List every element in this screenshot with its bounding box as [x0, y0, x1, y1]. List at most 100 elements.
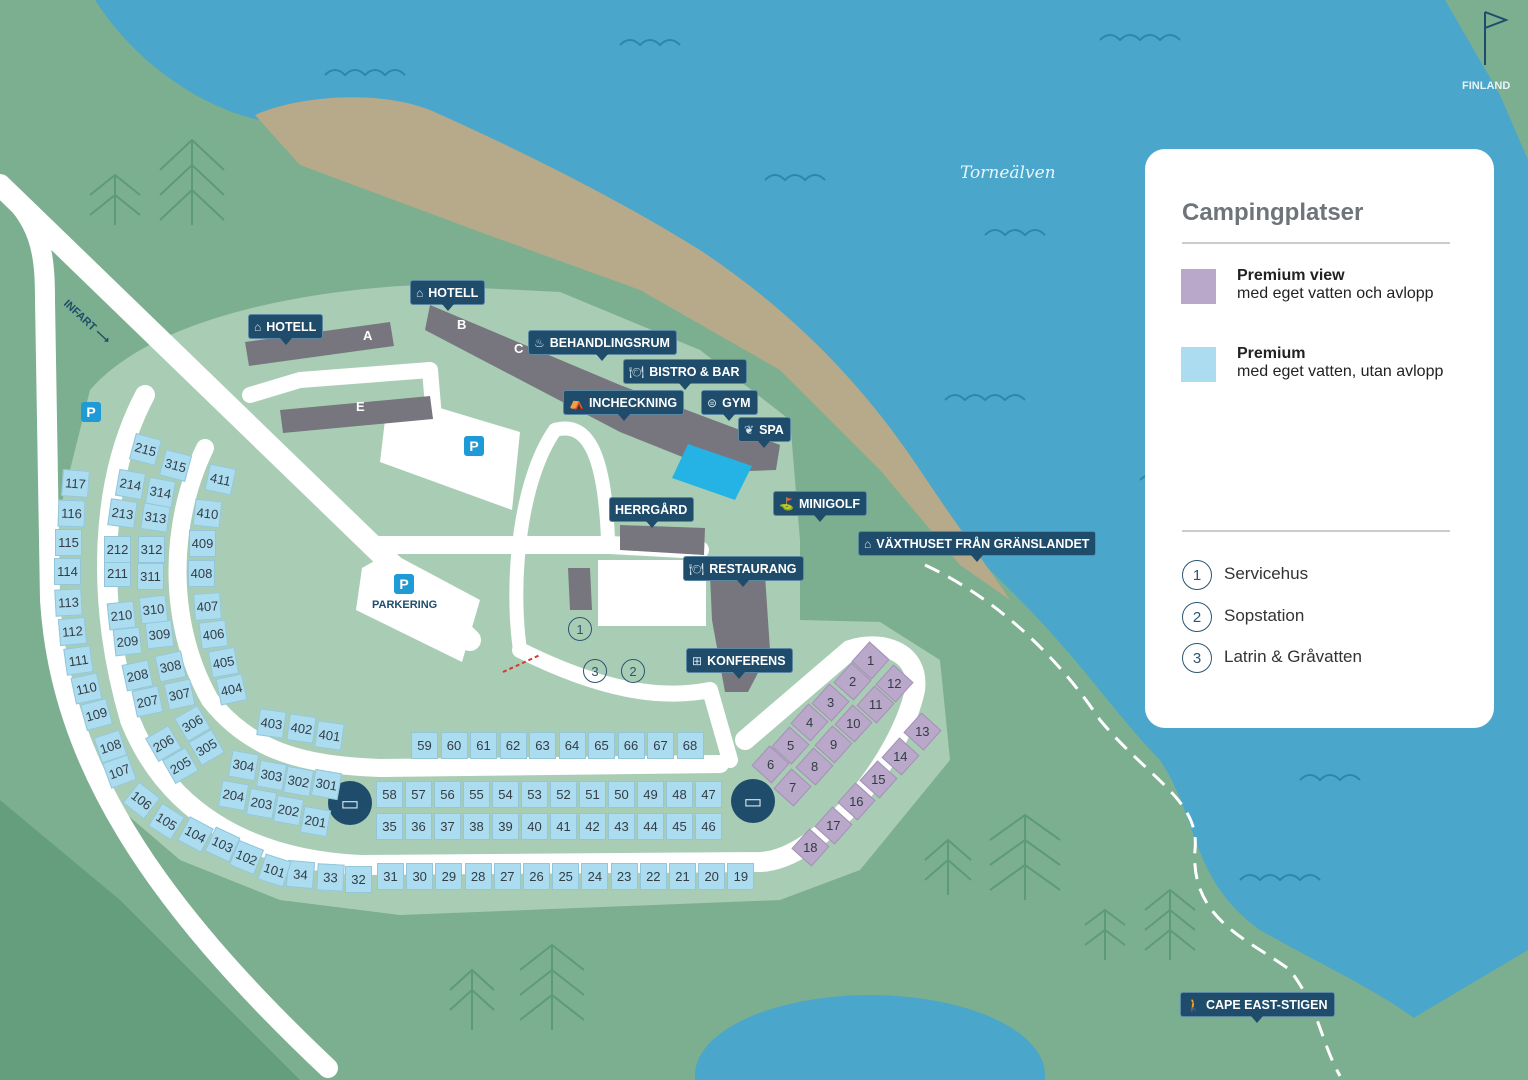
campsite-premium[interactable]: 55 [463, 781, 490, 808]
campsite-premium[interactable]: 209 [112, 626, 143, 657]
campsite-premium[interactable]: 62 [499, 732, 527, 759]
poi-hotell-a[interactable]: ⌂HOTELL [248, 314, 324, 345]
campsite-premium[interactable]: 303 [255, 759, 288, 792]
campsite-premium[interactable]: 39 [492, 813, 519, 840]
campsite-premium[interactable]: 54 [492, 781, 519, 808]
campsite-premium[interactable]: 113 [54, 588, 83, 617]
campsite-premium[interactable]: 47 [695, 781, 722, 808]
campsite-premium[interactable]: 61 [470, 732, 497, 759]
campsite-premium[interactable]: 404 [215, 673, 248, 706]
campsite-premium[interactable]: 410 [192, 498, 223, 529]
campsite-premium[interactable]: 408 [188, 560, 215, 587]
campsite-premium[interactable]: 58 [376, 781, 403, 808]
campsite-premium[interactable]: 25 [552, 863, 580, 890]
campsite-premium[interactable]: 46 [695, 813, 722, 840]
campsite-premium[interactable]: 60 [440, 732, 468, 759]
campsite-premium[interactable]: 111 [63, 645, 94, 676]
poi-minigolf[interactable]: ⛳MINIGOLF [773, 491, 868, 522]
campsite-premium[interactable]: 204 [217, 779, 250, 812]
campsite-premium[interactable]: 207 [131, 685, 164, 718]
campsite-premium[interactable]: 21 [669, 863, 696, 890]
poi-spa[interactable]: ❦SPA [738, 417, 791, 448]
poi-restaurang[interactable]: 🍽RESTAURANG [683, 556, 804, 587]
campsite-premium[interactable]: 407 [193, 592, 222, 621]
poi-cape-east[interactable]: 🚶CAPE EAST-STIGEN [1180, 992, 1335, 1023]
campsite-premium[interactable]: 49 [637, 781, 664, 808]
campsite-premium[interactable]: 116 [57, 499, 86, 528]
campsite-premium[interactable]: 57 [405, 781, 432, 808]
campsite-premium[interactable]: 301 [310, 768, 343, 801]
campsite-premium[interactable]: 29 [435, 863, 463, 890]
campsite-premium[interactable]: 401 [314, 720, 345, 751]
campsite-premium[interactable]: 312 [138, 536, 165, 563]
campsite-premium[interactable]: 26 [523, 863, 550, 890]
campsite-premium[interactable]: 24 [581, 863, 609, 890]
campsite-premium[interactable]: 66 [617, 732, 645, 759]
campsite-premium[interactable]: 65 [588, 732, 615, 759]
campsite-premium[interactable]: 32 [345, 866, 372, 893]
poi-gym[interactable]: ⊜GYM [701, 390, 758, 421]
service-marker-1[interactable]: 1 [568, 617, 592, 641]
campsite-premium[interactable]: 51 [579, 781, 606, 808]
service-marker-3[interactable]: 3 [583, 659, 607, 683]
campsite-premium[interactable]: 27 [493, 863, 521, 890]
campsite-premium[interactable]: 309 [144, 619, 175, 650]
campsite-premium[interactable]: 59 [411, 732, 438, 759]
poi-hotell-b[interactable]: ⌂HOTELL [410, 280, 486, 311]
campsite-premium[interactable]: 20 [698, 863, 726, 890]
campsite-premium[interactable]: 214 [114, 468, 147, 501]
poi-herrgard[interactable]: HERRGÅRD [609, 497, 695, 528]
campsite-premium[interactable]: 30 [406, 863, 434, 890]
poi-incheckning[interactable]: ⛺INCHECKNING [563, 390, 685, 421]
campsite-premium[interactable]: 36 [405, 813, 432, 840]
campsite-premium[interactable]: 308 [154, 650, 187, 683]
campsite-premium[interactable]: 212 [104, 536, 131, 563]
campsite-premium[interactable]: 45 [666, 813, 693, 840]
campsite-premium[interactable]: 56 [434, 781, 461, 808]
campsite-premium[interactable]: 117 [61, 469, 90, 498]
campsite-premium[interactable]: 112 [57, 616, 88, 647]
poi-bistro[interactable]: 🍽BISTRO & BAR [623, 359, 747, 390]
campsite-premium[interactable]: 405 [207, 646, 240, 679]
campsite-premium[interactable]: 41 [550, 813, 577, 840]
poi-vaxthuset[interactable]: ⌂VÄXTHUSET FRÅN GRÄNSLANDET [858, 531, 1097, 562]
campsite-premium[interactable]: 314 [144, 476, 177, 509]
campsite-premium[interactable]: 411 [204, 463, 237, 496]
campsite-premium[interactable]: 115 [55, 529, 82, 556]
campsite-premium[interactable]: 31 [377, 863, 404, 890]
campsite-premium[interactable]: 63 [529, 732, 556, 759]
campsite-premium[interactable]: 304 [227, 749, 260, 782]
campsite-premium[interactable]: 48 [666, 781, 693, 808]
campsite-premium[interactable]: 28 [464, 863, 492, 890]
campsite-premium[interactable]: 44 [637, 813, 664, 840]
campsite-premium[interactable]: 110 [70, 672, 103, 705]
campsite-premium[interactable]: 35 [376, 813, 403, 840]
campsite-premium[interactable]: 201 [299, 805, 332, 838]
campsite-premium[interactable]: 33 [316, 863, 345, 892]
campsite-premium[interactable]: 208 [121, 659, 154, 692]
campsite-premium[interactable]: 37 [434, 813, 461, 840]
campsite-premium[interactable]: 202 [272, 794, 305, 827]
campsite-premium[interactable]: 402 [286, 713, 317, 744]
campsite-premium[interactable]: 19 [727, 863, 755, 890]
service-marker-2[interactable]: 2 [621, 659, 645, 683]
campsite-premium[interactable]: 64 [558, 732, 586, 759]
campsite-premium[interactable]: 210 [106, 600, 137, 631]
campsite-premium[interactable]: 307 [163, 678, 196, 711]
campsite-premium[interactable]: 311 [137, 563, 164, 590]
campsite-premium[interactable]: 403 [256, 708, 287, 739]
campsite-premium[interactable]: 409 [189, 530, 216, 557]
campsite-premium[interactable]: 43 [608, 813, 635, 840]
campsite-premium[interactable]: 67 [647, 732, 674, 759]
campsite-premium[interactable]: 302 [282, 765, 315, 798]
campsite-premium[interactable]: 52 [550, 781, 577, 808]
campsite-premium[interactable]: 23 [610, 863, 638, 890]
campsite-premium[interactable]: 22 [639, 863, 667, 890]
campsite-premium[interactable]: 38 [463, 813, 490, 840]
campsite-premium[interactable]: 203 [245, 787, 278, 820]
campsite-premium[interactable]: 42 [579, 813, 606, 840]
campsite-premium[interactable]: 213 [107, 498, 138, 529]
campsite-premium[interactable]: 211 [104, 560, 131, 587]
campsite-premium[interactable]: 406 [198, 619, 229, 650]
campsite-premium[interactable]: 310 [138, 594, 169, 625]
